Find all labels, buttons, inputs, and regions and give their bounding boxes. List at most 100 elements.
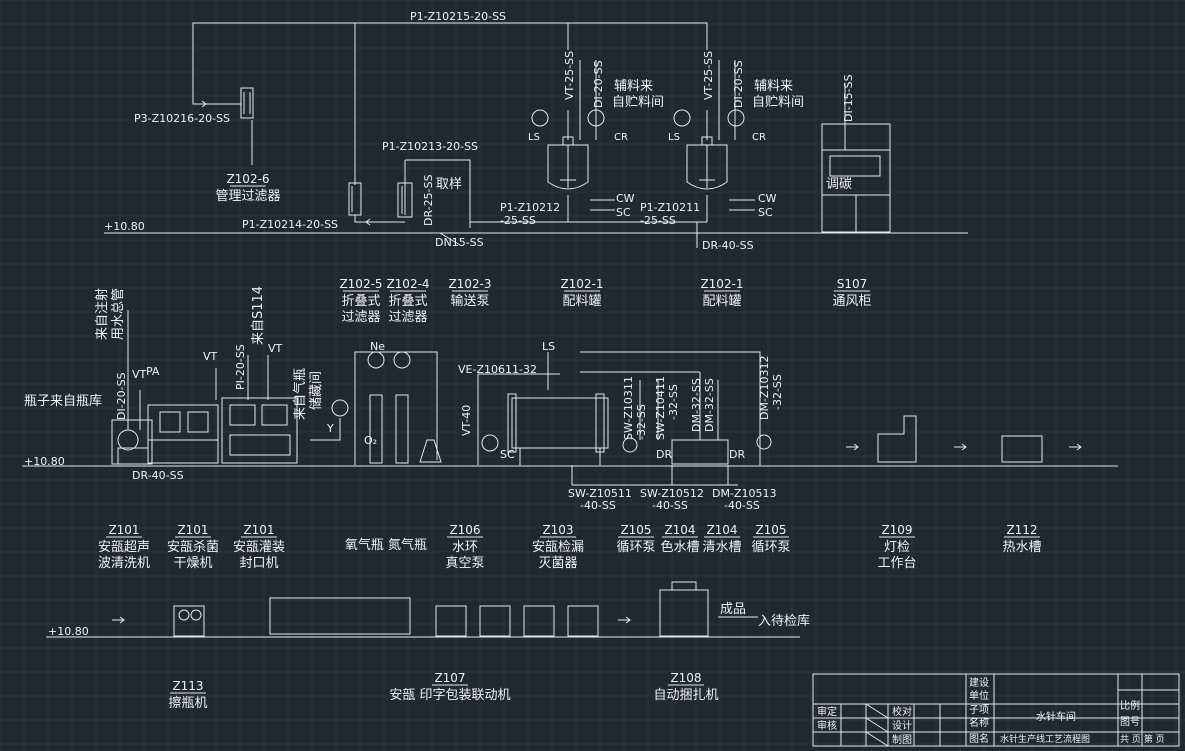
equipment-code: Z102-1 xyxy=(700,277,743,291)
pipe-label-vt25-2: VT-25-SS xyxy=(702,51,715,100)
pipe-label-dn15: DN15-SS xyxy=(435,236,484,249)
pipe-label-top: P1-Z10215-20-SS xyxy=(410,10,506,23)
pipe-label-ve: VE-Z10611-32 xyxy=(458,363,537,376)
label-ls-1: LS xyxy=(528,132,540,143)
pipe-label-z10211a: P1-Z10211 xyxy=(640,201,700,214)
tb-workshop: 水针车间 xyxy=(1036,710,1076,723)
pipe-label-sw511b: -40-SS xyxy=(580,499,616,512)
fume-hood-s107 xyxy=(821,123,891,233)
pipe-label-di20-1: DI-20-SS xyxy=(592,60,605,108)
equipment-code: Z101 xyxy=(243,523,274,537)
tb-draw: 制图 xyxy=(892,733,912,746)
equipment-name-2: 干燥机 xyxy=(173,556,212,571)
equipment-name: 折叠式 xyxy=(388,294,427,309)
top-equipment-labels: Z102-6管理过滤器Z102-5折叠式过滤器Z102-4折叠式过滤器Z102-… xyxy=(215,172,871,325)
bottom-line: +10.80 成品 入待检库 xyxy=(46,581,810,638)
pipe-label-dm312: DM-Z10312 xyxy=(758,356,771,420)
label-pa: PA xyxy=(146,365,160,378)
label-vt-1: VT xyxy=(132,368,147,381)
equipment-code: Z103 xyxy=(542,523,573,537)
gas-cylinders xyxy=(331,351,411,464)
equipment-code: Z101 xyxy=(108,523,139,537)
label-aux-2b: 自贮料间 xyxy=(752,95,804,110)
equipment-code: Z102-4 xyxy=(386,277,429,291)
pipe-label-z10212b: -25-SS xyxy=(500,214,536,227)
equipment-code: Z105 xyxy=(755,523,786,537)
equipment-name-2: 过滤器 xyxy=(388,310,427,325)
equipment-code: Z107 xyxy=(434,671,465,685)
label-water-main: 用水总管 xyxy=(111,288,126,340)
equipment-name: 色水槽 xyxy=(660,539,699,555)
tb-item-2: 名称 xyxy=(969,716,989,729)
equipment-code: Z113 xyxy=(172,679,203,693)
equipment-name: 氧气瓶 氮气瓶 xyxy=(345,537,427,553)
pipe-label-sw311: SW-Z10311 xyxy=(622,376,635,440)
label-vt-2: VT xyxy=(203,350,218,363)
pipe-label-dm513a: DM-Z10513 xyxy=(712,487,776,500)
pipe-label-z10212a: P1-Z10212 xyxy=(500,201,560,214)
label-cw-1: CW xyxy=(616,192,635,205)
tb-drawing-title: 水针生产线工艺流程图 xyxy=(1000,733,1090,745)
flow-arrow xyxy=(1069,443,1082,451)
equipment-name: 热水槽 xyxy=(1002,540,1041,555)
tb-scale: 比例 xyxy=(1120,699,1140,712)
label-to-warehouse: 入待检库 xyxy=(758,613,810,629)
pipe-label-z10213: P1-Z10213-20-SS xyxy=(382,140,478,153)
tb-unit-2: 单位 xyxy=(969,689,989,702)
tb-drawing-name: 图名 xyxy=(969,732,989,745)
tb-drawing-no: 图号 xyxy=(1120,716,1140,728)
pipe-label-pi20: PI-20-SS xyxy=(234,344,247,390)
label-y: Y xyxy=(326,422,334,435)
sterilizing-dryer xyxy=(147,404,219,464)
middle-pipelines xyxy=(22,310,1118,486)
label-adjust: 调碳 xyxy=(826,177,852,192)
equipment-name-2: 过滤器 xyxy=(341,310,380,325)
top-pipe-labels: P1-Z10215-20-SS P3-Z10216-20-SS P1-Z1021… xyxy=(104,10,855,252)
label-sc-1: SC xyxy=(616,206,631,219)
equipment-code: Z105 xyxy=(620,523,651,537)
pipe-label-vt25-1: VT-25-SS xyxy=(563,51,576,100)
equipment-name: 安瓿超声 xyxy=(98,540,150,555)
label-dr-1: DR xyxy=(656,448,672,461)
equipment-name: 折叠式 xyxy=(341,294,380,309)
equipment-name: 循环泵 xyxy=(751,540,790,555)
label-from-injection: 来自注射 xyxy=(94,288,110,340)
equipment-code: Z109 xyxy=(881,523,912,537)
title-block: 审定 审核 校对 设计 制图 建设 单位 子项 名称 图名 水针车间 水针生产线… xyxy=(812,673,1180,747)
middle-pipe-labels: +10.80 瓶子来自瓶库 来自注射 用水总管 DI-20-SS VT PA V… xyxy=(24,286,784,512)
label-vt-3: VT xyxy=(268,342,283,355)
equipment-name: 灯检 xyxy=(884,540,910,555)
water-tanks xyxy=(622,434,772,465)
equipment-code: Z112 xyxy=(1006,523,1037,537)
pipe-label-dm312b: -32-SS xyxy=(771,374,784,410)
equipment-name: 安瓿 印字包装联动机 xyxy=(389,688,510,703)
pipe-label-z10211b: -25-SS xyxy=(640,214,676,227)
hot-water-tank xyxy=(1001,435,1043,463)
equipment-name: 通风柜 xyxy=(832,294,871,309)
label-from-gas: 来自气瓶 xyxy=(292,368,308,420)
equipment-code: Z108 xyxy=(670,671,701,685)
label-aux-1b: 自贮料间 xyxy=(612,95,664,110)
label-cr-2: CR xyxy=(752,132,766,143)
pipe-label-sw311b: -32-SS xyxy=(635,404,648,440)
equipment-name: 管理过滤器 xyxy=(215,189,280,204)
label-o2: O₂ xyxy=(364,434,377,447)
pipe-label-dm32-b: DM-32-SS xyxy=(703,378,716,432)
pipe-label-dr40-top: DR-40-SS xyxy=(702,239,754,252)
tb-sheets: 共 页 第 页 xyxy=(1120,733,1165,745)
equipment-name: 循环泵 xyxy=(616,540,655,555)
equipment-name-2: 工作台 xyxy=(877,556,916,571)
pipe-label-sw512b: -40-SS xyxy=(652,499,688,512)
flow-arrows xyxy=(112,100,1082,624)
pipe-label-p3: P3-Z10216-20-SS xyxy=(134,112,230,125)
elevation-top: +10.80 xyxy=(104,220,145,233)
equipment-code: Z104 xyxy=(664,523,695,537)
pipe-label-sw511a: SW-Z10511 xyxy=(568,487,632,500)
tb-check: 审核 xyxy=(817,719,837,732)
equipment-code: Z104 xyxy=(706,523,737,537)
pipe-label-dm32-a: DM-32-SS xyxy=(690,378,703,432)
pipe-label-di20-2: DI-20-SS xyxy=(732,60,745,108)
label-cw-2: CW xyxy=(758,192,777,205)
